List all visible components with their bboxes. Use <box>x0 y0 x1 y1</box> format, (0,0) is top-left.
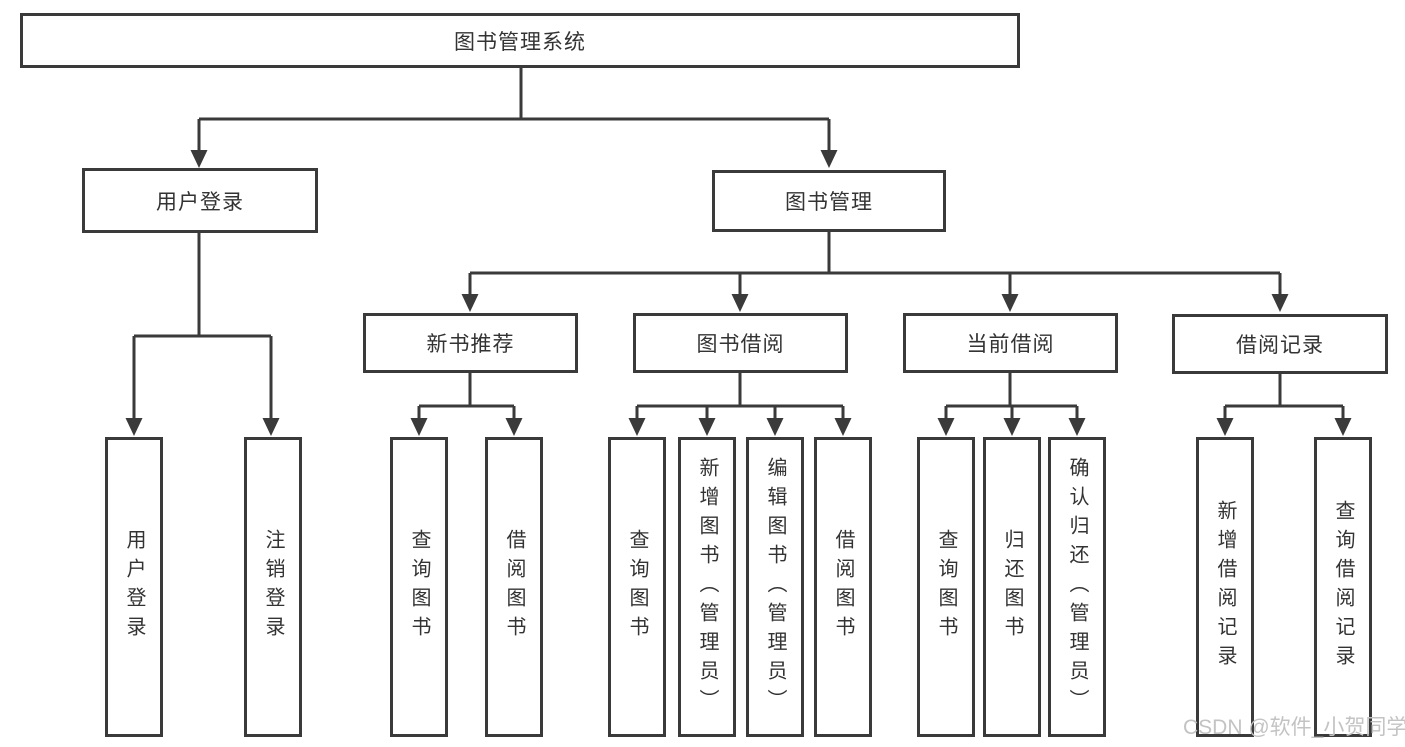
connector-current-to-leaves <box>937 373 1086 436</box>
leaf-current-confirm-return-admin-label: 确认归还（管理员） <box>1066 456 1088 718</box>
connector-book-mgmt-to-level3 <box>461 232 1289 312</box>
leaf-logout: 注销登录 <box>244 437 302 737</box>
leaf-borrow-search-book: 查询图书 <box>608 437 666 737</box>
connector-borrow-to-leaves <box>628 373 852 436</box>
node-current-borrow-label: 当前借阅 <box>966 333 1055 356</box>
csdn-watermark: CSDN @软件_小贺同学 <box>1183 716 1405 739</box>
node-current-borrow: 当前借阅 <box>903 313 1118 373</box>
node-book-borrow: 图书借阅 <box>633 313 848 373</box>
leaf-current-search-book-label: 查询图书 <box>935 529 957 645</box>
leaf-borrow-borrow-book: 借阅图书 <box>814 437 872 737</box>
leaf-recommend-search-book-label: 查询图书 <box>408 529 430 645</box>
connector-record-to-leaves <box>1216 374 1352 436</box>
node-user-login-label: 用户登录 <box>156 190 244 214</box>
leaf-logout-label: 注销登录 <box>262 529 284 645</box>
node-root: 图书管理系统 <box>20 13 1020 68</box>
leaf-borrow-add-book-admin: 新增图书（管理员） <box>678 437 736 737</box>
leaf-current-search-book: 查询图书 <box>917 437 975 737</box>
leaf-record-search-label: 查询借阅记录 <box>1332 500 1354 674</box>
leaf-record-add-label: 新增借阅记录 <box>1214 500 1236 674</box>
node-user-login: 用户登录 <box>82 168 318 233</box>
leaf-borrow-add-book-admin-label: 新增图书（管理员） <box>696 456 718 718</box>
leaf-recommend-search-book: 查询图书 <box>390 437 448 737</box>
connector-root-to-level2 <box>190 68 838 168</box>
leaf-user-login-label: 用户登录 <box>123 529 145 645</box>
leaf-borrow-edit-book-admin-label: 编辑图书（管理员） <box>764 456 786 718</box>
node-new-book-recommend: 新书推荐 <box>363 313 578 373</box>
leaf-user-login: 用户登录 <box>105 437 163 737</box>
connector-user-login-to-leaves <box>125 233 280 436</box>
leaf-borrow-edit-book-admin: 编辑图书（管理员） <box>746 437 804 737</box>
connector-new-rec-to-leaves <box>410 373 523 436</box>
leaf-record-add: 新增借阅记录 <box>1196 437 1254 737</box>
leaf-recommend-borrow-book-label: 借阅图书 <box>503 529 525 645</box>
leaf-borrow-search-book-label: 查询图书 <box>626 529 648 645</box>
leaf-recommend-borrow-book: 借阅图书 <box>485 437 543 737</box>
node-borrow-record: 借阅记录 <box>1172 314 1388 374</box>
node-book-borrow-label: 图书借阅 <box>696 333 785 356</box>
leaf-record-search: 查询借阅记录 <box>1314 437 1372 737</box>
node-book-mgmt: 图书管理 <box>712 170 946 232</box>
leaf-current-return-book-label: 归还图书 <box>1001 529 1023 645</box>
node-borrow-record-label: 借阅记录 <box>1236 334 1324 357</box>
leaf-current-confirm-return-admin: 确认归还（管理员） <box>1048 437 1106 737</box>
node-book-mgmt-label: 图书管理 <box>785 191 873 214</box>
node-root-label: 图书管理系统 <box>454 30 586 54</box>
leaf-borrow-borrow-book-label: 借阅图书 <box>832 529 854 645</box>
node-new-book-recommend-label: 新书推荐 <box>426 333 515 356</box>
leaf-current-return-book: 归还图书 <box>983 437 1041 737</box>
